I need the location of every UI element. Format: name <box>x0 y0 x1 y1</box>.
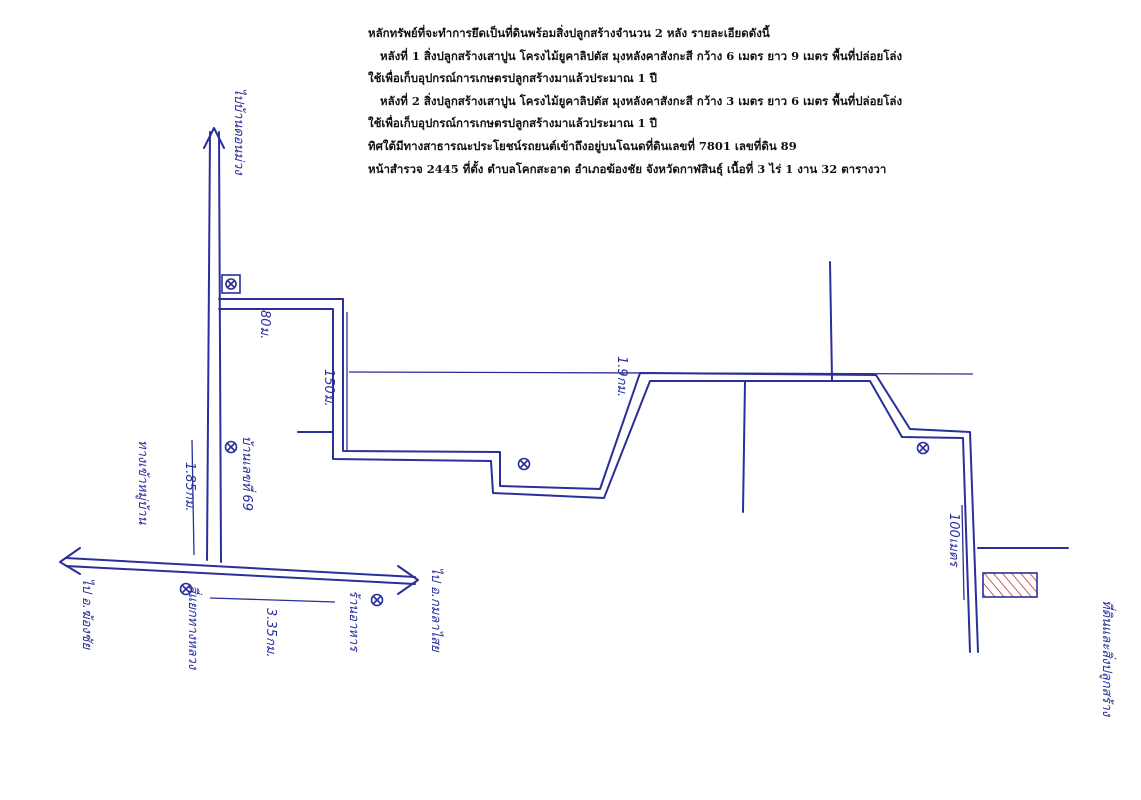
main-road <box>65 557 416 585</box>
store-label: ร้านอาหาร <box>346 590 361 652</box>
landmark-circle-x-icon <box>916 441 930 455</box>
distance-3-35km-label: 3.35กม. <box>263 608 278 658</box>
distance-1-85km-label: 1.85กม. <box>182 462 197 512</box>
west-arrow-head-icon <box>59 547 81 575</box>
distance-150m-label: 150ม. <box>321 369 336 407</box>
description-line: หน้าสำรวจ 2445 ที่ตั้ง ตำบลโคกสะอาด อำเภ… <box>368 161 887 176</box>
junction-label: สี่แยกทางหลวง <box>185 585 200 670</box>
hatched-property-icon <box>982 572 1038 598</box>
distance-100m-label: 100เมตร <box>946 513 961 567</box>
description-line: ทิศใต้มีทางสาธารณะประโยชน์รถยนต์เข้าถึงอ… <box>368 138 797 153</box>
description-line: หลังที่ 1 สิ่งปลูกสร้างเสาปูน โครงไม้ยูค… <box>380 48 903 63</box>
description-line: ใช้เพื่อเก็บอุปกรณ์การเกษตรปลูกสร้างมาแล… <box>368 116 657 131</box>
description-line: หลังที่ 2 สิ่งปลูกสร้างเสาปูน โครงไม้ยูค… <box>380 93 903 108</box>
dimension-3-35km <box>209 597 336 603</box>
access-lane <box>218 298 979 653</box>
east-arrow-head-icon <box>397 565 419 595</box>
landmark-circle-x-icon <box>370 593 384 607</box>
property-description: หลักทรัพย์ที่จะทำการยึดเป็นที่ดินพร้อมสิ… <box>368 22 1068 180</box>
house-69-label: บ้านเลขที่ 69 <box>239 436 254 511</box>
description-line: ใช้เพื่อเก็บอุปกรณ์การเกษตรปลูกสร้างมาแล… <box>368 71 657 86</box>
west-road-label: ไป อ.ฆ้องชัย <box>79 578 94 650</box>
north-road-label: ไปบ้านดอนม่วง <box>231 88 246 175</box>
dimension-1-85km <box>191 439 195 556</box>
landmark-circle-x-icon <box>179 582 193 596</box>
description-line: หลักทรัพย์ที่จะทำการยึดเป็นที่ดินพร้อมสิ… <box>368 26 770 40</box>
landmark-circle-x-icon <box>221 274 241 294</box>
dimension-1-9km <box>348 371 974 375</box>
north-road <box>206 131 222 563</box>
dimension-100m <box>961 504 965 601</box>
distance-80m-label: 80ม. <box>257 310 272 340</box>
landmark-circle-x-icon <box>224 440 238 454</box>
north-arrow-head-icon <box>203 127 225 149</box>
east-road-label: ไป อ.กมลาไสย <box>428 567 443 652</box>
landmark-circle-x-icon <box>517 457 531 471</box>
distance-1-9km-label: 1.9กม. <box>614 356 629 398</box>
property-label: ที่ดินและสิ่งปลูกสร้าง <box>1099 600 1114 717</box>
village-entrance-label: ทางเข้าหมู่บ้าน <box>135 440 150 525</box>
